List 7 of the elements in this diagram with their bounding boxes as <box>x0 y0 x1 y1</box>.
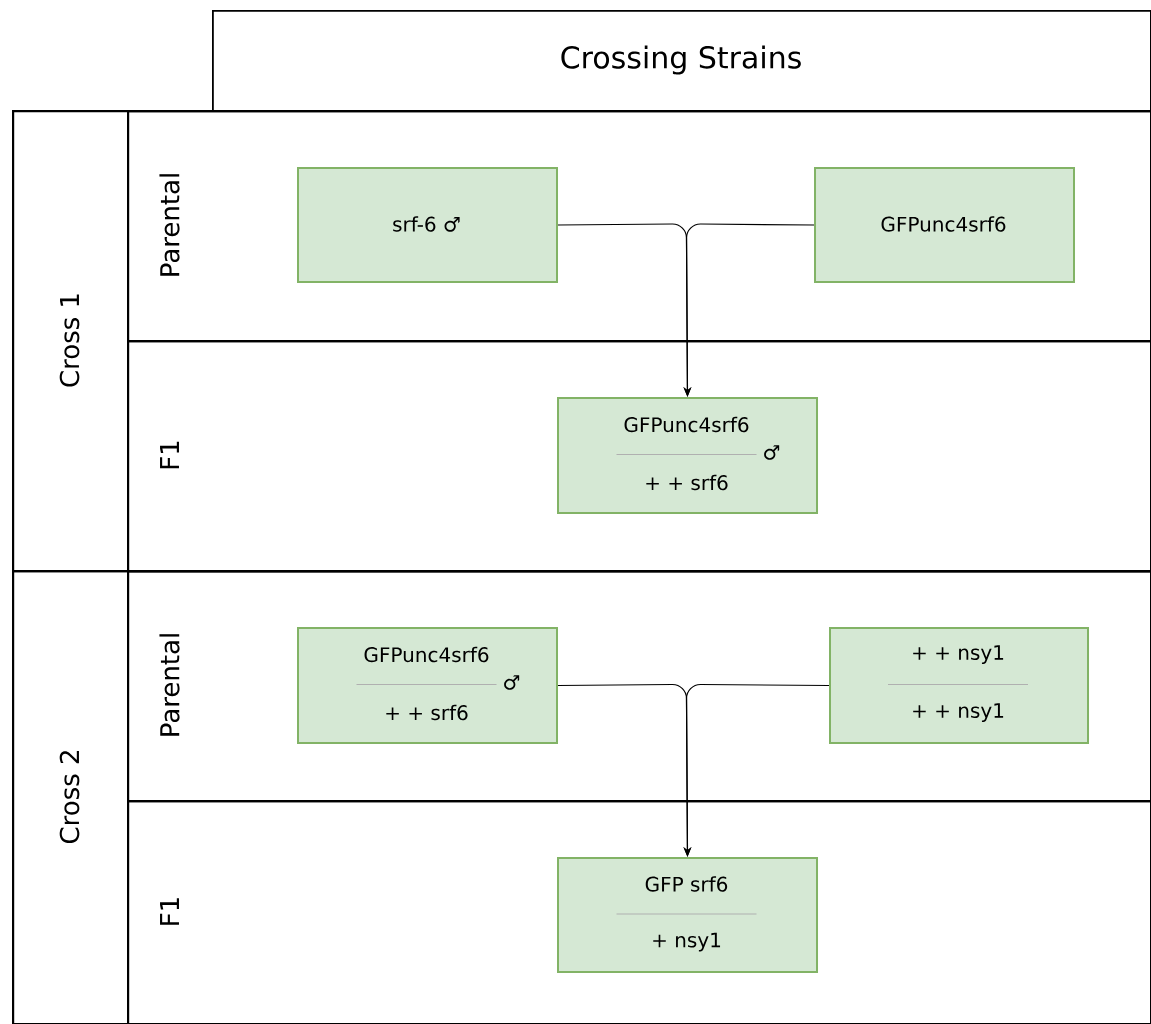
strain-box: srf-6 ♂ <box>297 167 558 283</box>
strain-box: + + nsy1 + + nsy1 <box>829 627 1089 744</box>
strain-box: GFP srf6 + nsy1 <box>557 857 818 973</box>
strain-box: GFPunc4srf6 + + srf6 ♂ <box>297 627 558 744</box>
strain-box: GFPunc4srf6 + + srf6 ♂ <box>557 397 818 514</box>
strain-box: GFPunc4srf6 <box>814 167 1075 283</box>
header-box: Crossing Strains <box>212 10 1151 112</box>
